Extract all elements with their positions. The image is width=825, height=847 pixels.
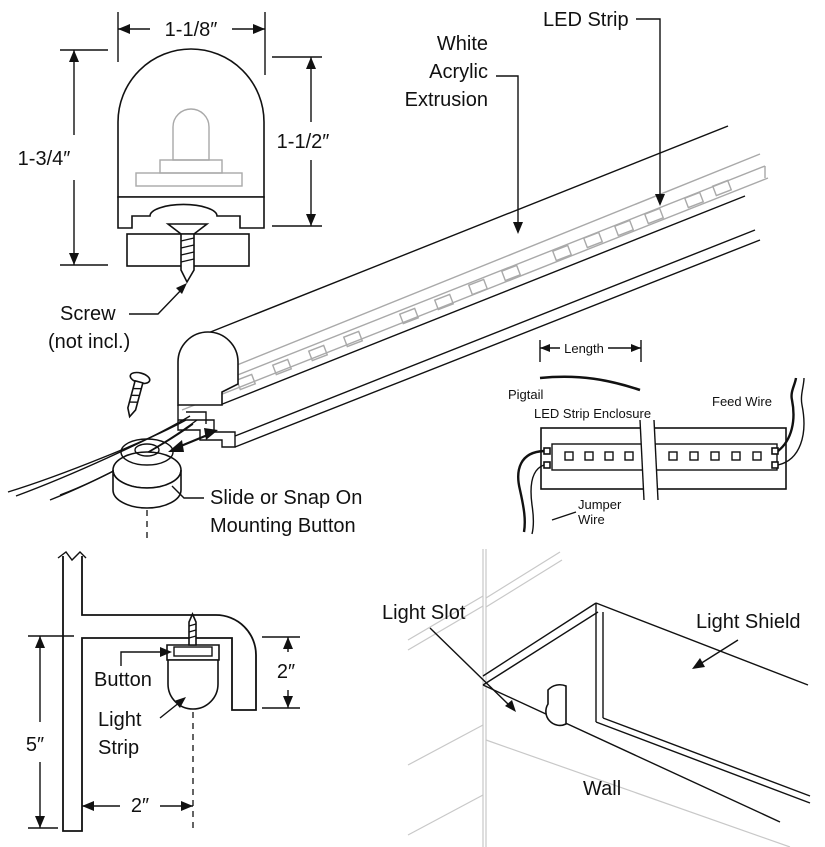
light-slot-label: Light Slot [382,602,466,624]
light-strip-profile [167,659,219,710]
acrylic-label-3: Extrusion [405,89,488,111]
button-label: Button [94,669,152,691]
width-dimension-label: 1-1/8″ [165,19,218,41]
extrusion-end-cap [177,331,239,406]
enclosure-box [540,427,787,490]
slot-light-icon [545,683,567,727]
inner-height-label: 1-1/2″ [277,131,330,153]
slide-snap-label: Slide or Snap On [210,487,362,509]
outer-height-label: 1-3/4″ [18,148,71,170]
enclosure-schematic: Length Pigtail LED Strip Enclosure Feed … [508,340,805,535]
acrylic-label-1: White [437,33,488,55]
room-perspective: Light Slot Light Shield Wall [382,549,811,847]
loose-screw-icon [127,371,151,419]
light-shield-label: Light Shield [696,611,801,633]
profile-cross-section: 1-1/8″ 1-3/4″ 1-1/2″ Scr [18,12,330,353]
height-5-label: 5″ [26,734,44,756]
light-label: Light [98,709,142,731]
mounting-button-icon [112,469,182,509]
extrusion-perspective: Slide or Snap On Mounting Button White A… [7,9,769,540]
acrylic-dome [117,48,265,198]
depth-2-label: 2″ [277,661,295,683]
led-bulb [172,108,210,161]
screw-label: Screw [60,303,116,325]
extrusion-base [117,196,265,229]
feed-wire-label: Feed Wire [712,394,772,409]
strip-label: Strip [98,737,139,759]
enclosure-label: LED Strip Enclosure [534,406,651,421]
offset-2-label: 2″ [131,795,149,817]
install-section: 5″ 2″ 2″ Button Light Strip [26,551,300,832]
install-screw-icon [188,612,197,646]
pigtail-label: Pigtail [508,387,544,402]
jumper-label: Jumper [578,497,622,512]
mounting-button-label: Mounting Button [210,515,356,537]
screw-note-label: (not incl.) [48,331,130,353]
length-label: Length [564,341,604,356]
jumper-wire-label: Wire [578,512,605,527]
acrylic-label-2: Acrylic [429,61,488,83]
led-chips [235,179,733,391]
led-strip-label: LED Strip [543,9,629,31]
wall-label: Wall [583,778,621,800]
